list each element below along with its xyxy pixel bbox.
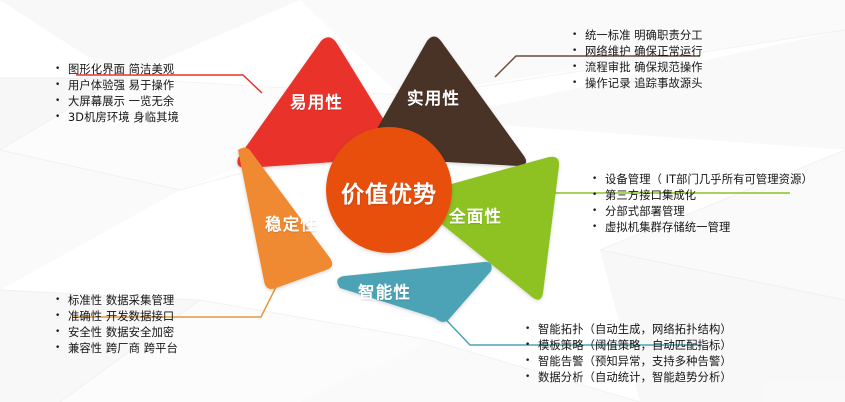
bullet-icon: • — [592, 222, 598, 232]
center-label: 价值优势 — [341, 182, 437, 208]
callout-intelligence: • 智能拓扑（自动生成，网络拓扑结构） • 模板策略（阈值策略，自动匹配指标） … — [525, 322, 732, 385]
list-item: • 智能告警（预知异常，支持多种告警） — [525, 354, 732, 369]
list-item: • 数据分析（自动统计，智能趋势分析） — [525, 370, 732, 385]
list-item-text: 数据分析（自动统计，智能趋势分析） — [538, 371, 732, 384]
list-item-text: 操作记录 追踪事故源头 — [585, 77, 703, 90]
list-item: • 设备管理（ IT部门几乎所有可管理资源） — [592, 172, 813, 187]
bullet-icon: • — [525, 340, 531, 350]
leader-line-stability — [72, 276, 282, 318]
callout-practicality: • 统一标准 明确职责分工 • 网络维护 确保正常运行 • 流程审批 确保规范操… — [572, 28, 703, 91]
list-item: • 第三方接口集成化 — [592, 188, 813, 203]
bullet-icon: • — [55, 343, 61, 353]
bullet-icon: • — [592, 206, 598, 216]
bullet-icon: • — [55, 311, 61, 321]
petal-label-stability[interactable]: 稳定性 — [265, 215, 319, 234]
list-item-text: 第三方接口集成化 — [605, 189, 697, 202]
bullet-icon: • — [572, 78, 578, 88]
list-item-text: 虚拟机集群存储统一管理 — [605, 221, 731, 234]
callout-usability: • 图形化界面 简洁美观 • 用户体验强 易于操作 • 大屏幕展示 一览无余 •… — [55, 62, 179, 125]
bullet-icon: • — [525, 356, 531, 366]
list-item: • 标准性 数据采集管理 — [55, 293, 178, 308]
list-item: • 统一标准 明确职责分工 — [572, 28, 703, 43]
petal-intelligence — [337, 261, 492, 322]
list-item-text: 3D机房环境 身临其境 — [68, 111, 179, 124]
bullet-icon: • — [572, 30, 578, 40]
list-item: • 分部式部署管理 — [592, 204, 813, 219]
list-item-text: 图形化界面 简洁美观 — [68, 63, 175, 76]
leader-line-usability — [76, 74, 263, 94]
list-item: • 模板策略（阈值策略，自动匹配指标） — [525, 338, 732, 353]
list-item: • 安全性 数据安全加密 — [55, 325, 178, 340]
list-item: • 智能拓扑（自动生成，网络拓扑结构） — [525, 322, 732, 337]
list-item-text: 大屏幕展示 一览无余 — [68, 95, 175, 108]
petal-stability — [238, 147, 333, 290]
list-item-text: 网络维护 确保正常运行 — [585, 45, 703, 58]
list-item: • 兼容性 跨厂商 跨平台 — [55, 341, 178, 356]
list-item: • 大屏幕展示 一览无余 — [55, 94, 179, 109]
list-item: • 流程审批 确保规范操作 — [572, 60, 703, 75]
list-item: • 用户体验强 易于操作 — [55, 78, 179, 93]
list-item-text: 统一标准 明确职责分工 — [585, 29, 703, 42]
bullet-icon: • — [55, 96, 61, 106]
bullet-icon: • — [572, 46, 578, 56]
list-item: • 图形化界面 简洁美观 — [55, 62, 179, 77]
petal-label-completeness[interactable]: 全面性 — [449, 207, 503, 226]
list-item-text: 智能告警（预知异常，支持多种告警） — [538, 355, 732, 368]
list-item-text: 模板策略（阈值策略，自动匹配指标） — [538, 339, 732, 352]
bullet-icon: • — [525, 372, 531, 382]
petal-label-practicality[interactable]: 实用性 — [407, 89, 461, 108]
bullet-icon: • — [572, 62, 578, 72]
bullet-icon: • — [55, 64, 61, 74]
bullet-icon: • — [55, 112, 61, 122]
bullet-icon: • — [525, 324, 531, 334]
leader-line-practicality — [494, 55, 700, 78]
list-item: • 准确性 开发数据接口 — [55, 309, 178, 324]
list-item-text: 用户体验强 易于操作 — [68, 79, 175, 92]
bullet-icon: • — [55, 295, 61, 305]
list-item-text: 安全性 数据安全加密 — [68, 326, 175, 339]
bullet-icon: • — [55, 327, 61, 337]
callout-completeness: • 设备管理（ IT部门几乎所有可管理资源） • 第三方接口集成化 • 分部式部… — [592, 172, 813, 235]
list-item-text: 准确性 开发数据接口 — [68, 310, 175, 323]
list-item-text: 兼容性 跨厂商 跨平台 — [68, 342, 178, 355]
list-item-text: 流程审批 确保规范操作 — [585, 61, 703, 74]
list-item-text: 标准性 数据采集管理 — [68, 294, 175, 307]
list-item-text: 智能拓扑（自动生成，网络拓扑结构） — [538, 323, 732, 336]
center-circle — [326, 127, 452, 253]
bullet-icon: • — [55, 80, 61, 90]
callout-stability: • 标准性 数据采集管理 • 准确性 开发数据接口 • 安全性 数据安全加密 •… — [55, 293, 178, 356]
petal-label-intelligence[interactable]: 智能性 — [358, 283, 412, 302]
list-item-text: 分部式部署管理 — [605, 205, 685, 218]
bullet-icon: • — [592, 174, 598, 184]
list-item: • 3D机房环境 身临其境 — [55, 110, 179, 125]
list-item: • 虚拟机集群存储统一管理 — [592, 220, 813, 235]
bullet-icon: • — [592, 190, 598, 200]
list-item: • 操作记录 追踪事故源头 — [572, 76, 703, 91]
petal-label-usability[interactable]: 易用性 — [290, 93, 344, 112]
list-item: • 网络维护 确保正常运行 — [572, 44, 703, 59]
list-item-text: 设备管理（ IT部门几乎所有可管理资源） — [605, 173, 813, 186]
